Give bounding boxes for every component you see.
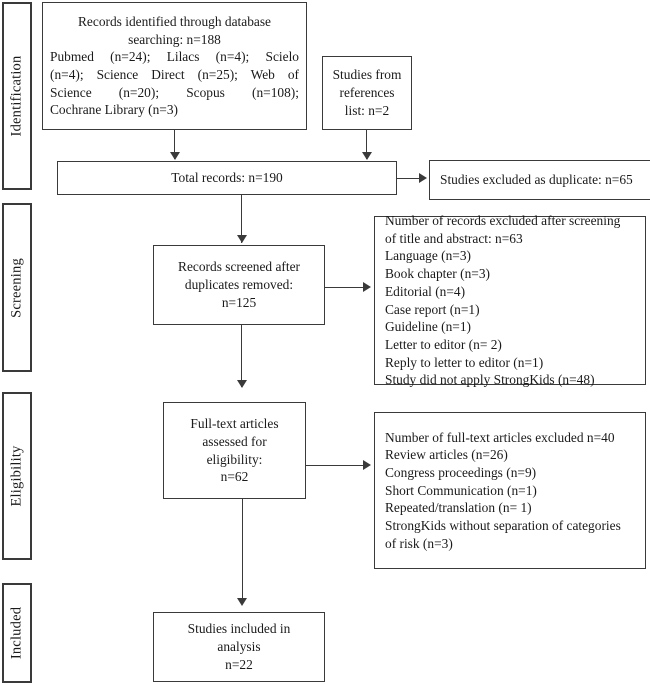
db-search-line-5: Science (n=20); Scopus (n=108);: [50, 84, 299, 100]
screening-excluded-line-5: Editorial (n=4): [385, 283, 466, 299]
records-screened-line-3: n=125: [221, 294, 257, 310]
arrowhead-screened-to-excluded: [363, 282, 371, 292]
screening-excluded-line-10: Study did not apply StrongKids (n=48): [385, 372, 595, 388]
ref-search-line-3: list: n=2: [344, 102, 390, 118]
studies-included-line-2: analysis: [217, 639, 261, 655]
fulltext-excluded-line-6: StrongKids without separation of categor…: [385, 518, 621, 534]
screening-excluded-line-6: Case report (n=1): [385, 301, 480, 317]
connector-total-to-duplicates: [397, 177, 421, 179]
stage-box-identification: Identification: [2, 2, 32, 190]
box-database-search: Records identified through database sear…: [42, 2, 307, 130]
arrowhead-total-to-screened: [236, 235, 247, 243]
duplicates-excluded-line-1: Studies excluded as duplicate: n=65: [440, 172, 633, 188]
fulltext-assessed-line-1: Full-text articles: [190, 416, 279, 432]
fulltext-assessed-line-2: assessed for: [202, 433, 267, 449]
connector-references-to-total: [366, 130, 368, 159]
fulltext-excluded-line-1: Number of full-text articles excluded n=…: [385, 429, 615, 445]
stage-label-eligibility: Eligibility: [8, 445, 25, 507]
box-total-records: Total records: n=190: [57, 161, 397, 195]
arrowhead-total-to-duplicates: [419, 173, 427, 183]
stage-label-included: Included: [8, 606, 25, 660]
arrowhead-fulltext-to-included: [236, 598, 247, 606]
screening-excluded-line-1: Number of records excluded after screeni…: [385, 213, 621, 229]
screening-excluded-line-7: Guideline (n=1): [385, 319, 472, 335]
box-fulltext-excluded: Number of full-text articles excluded n=…: [374, 412, 646, 569]
total-records-line-1: Total records: n=190: [171, 170, 283, 186]
db-search-line-6: Cochrane Library (n=3): [50, 102, 179, 118]
fulltext-assessed-line-3: eligibility:: [206, 451, 263, 467]
fulltext-excluded-line-5: Repeated/translation (n= 1): [385, 500, 532, 516]
box-duplicates-excluded: Studies excluded as duplicate: n=65: [429, 160, 650, 200]
db-search-line-3: Pubmed (n=24); Lilacs (n=4); Scielo: [50, 49, 299, 65]
db-search-line-1: Records identified through database: [78, 13, 271, 29]
screening-excluded-line-4: Book chapter (n=3): [385, 266, 490, 282]
arrowhead-screened-to-fulltext: [236, 380, 247, 388]
fulltext-excluded-line-3: Congress proceedings (n=9): [385, 464, 537, 480]
arrowhead-database-to-total: [169, 152, 180, 160]
ref-search-line-1: Studies from: [332, 67, 402, 83]
connector-fulltext-to-included: [241, 499, 243, 603]
box-studies-included: Studies included in analysis n=22: [153, 612, 325, 682]
screening-excluded-line-3: Language (n=3): [385, 248, 471, 264]
connector-fulltext-to-excluded: [306, 464, 365, 466]
records-screened-line-1: Records screened after: [178, 259, 300, 275]
fulltext-excluded-line-7: of risk (n=3): [385, 535, 453, 551]
stage-label-screening: Screening: [8, 257, 25, 318]
stage-box-eligibility: Eligibility: [2, 392, 32, 560]
db-search-line-4: (n=4); Science Direct (n=25); Web of: [50, 67, 299, 82]
screening-excluded-line-8: Letter to editor (n= 2): [385, 336, 502, 352]
screening-excluded-line-2: of title and abstract: n=63: [385, 230, 523, 246]
box-fulltext-assessed: Full-text articles assessed for eligibil…: [163, 402, 306, 499]
box-reference-search: Studies from references list: n=2: [322, 56, 412, 130]
box-screening-excluded: Number of records excluded after screeni…: [374, 213, 646, 387]
records-screened-line-2: duplicates removed:: [184, 277, 294, 293]
fulltext-excluded-line-4: Short Communication (n=1): [385, 482, 537, 498]
box-records-screened: Records screened after duplicates remove…: [153, 245, 325, 325]
connector-screened-to-fulltext: [241, 325, 243, 387]
db-search-line-2: searching: n=188: [128, 31, 221, 47]
stage-box-screening: Screening: [2, 203, 32, 372]
stage-box-included: Included: [2, 583, 32, 683]
studies-included-line-1: Studies included in: [187, 621, 291, 637]
studies-included-line-3: n=22: [225, 656, 253, 672]
connector-total-to-screened: [241, 195, 243, 243]
fulltext-assessed-line-4: n=62: [220, 469, 249, 485]
arrowhead-references-to-total: [361, 152, 372, 160]
stage-label-identification: Identification: [8, 55, 25, 137]
connector-screened-to-excluded: [325, 286, 365, 288]
ref-search-line-2: references: [339, 85, 395, 101]
connector-database-to-total: [174, 130, 176, 159]
fulltext-excluded-line-2: Review articles (n=26): [385, 447, 508, 463]
arrowhead-fulltext-to-excluded: [363, 460, 371, 470]
screening-excluded-line-9: Reply to letter to editor (n=1): [385, 354, 544, 370]
